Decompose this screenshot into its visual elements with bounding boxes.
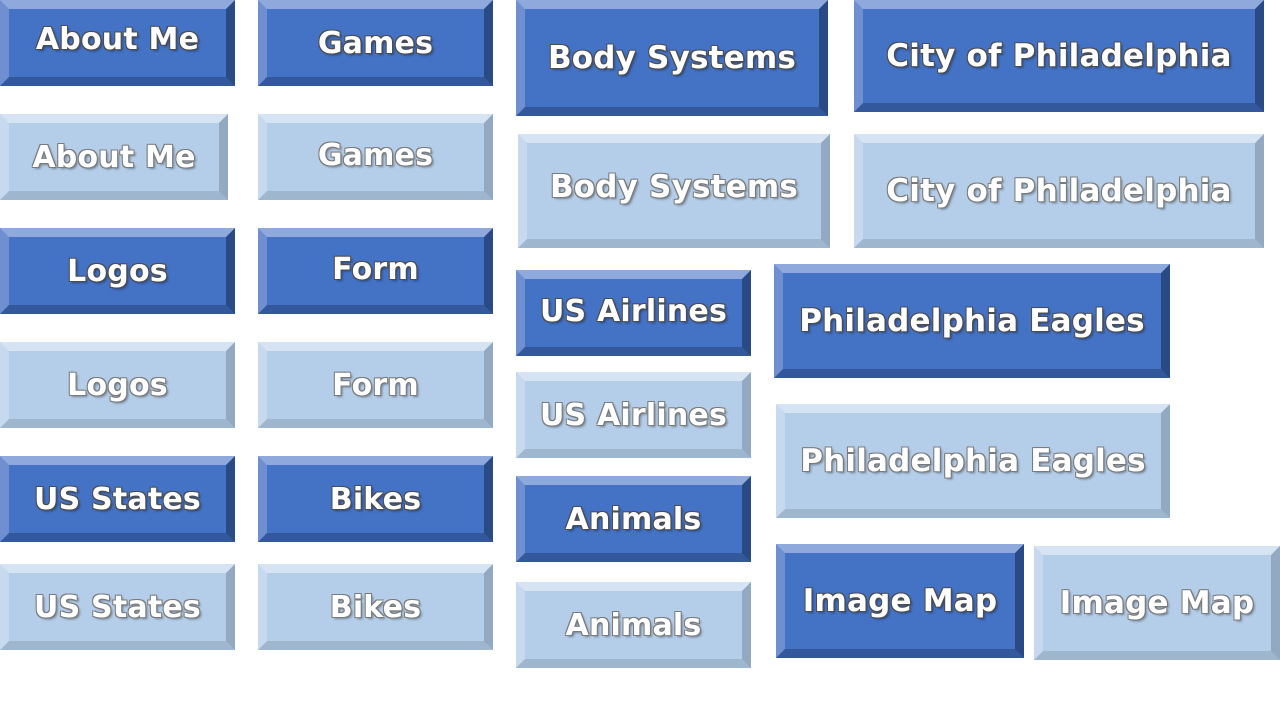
bikes-button-light[interactable]: Bikes	[258, 564, 493, 650]
us-airlines-label: US Airlines	[539, 293, 728, 329]
us-airlines-button-dark[interactable]: US Airlines	[516, 270, 751, 356]
games-button-dark[interactable]: Games	[258, 0, 493, 86]
city-of-philadelphia-label: City of Philadelphia	[886, 38, 1232, 74]
city-of-philadelphia-button-dark[interactable]: City of Philadelphia	[854, 0, 1264, 112]
image-map-button-dark[interactable]: Image Map	[776, 544, 1024, 658]
games-label: Games	[317, 25, 434, 61]
image-map-label: Image Map	[1059, 585, 1255, 621]
about-me-label: About Me	[35, 21, 200, 57]
form-label: Form	[332, 251, 419, 287]
philadelphia-eagles-button-dark[interactable]: Philadelphia Eagles	[774, 264, 1170, 378]
form-label: Form	[332, 367, 419, 403]
logos-label: Logos	[67, 367, 168, 403]
body-systems-button-light[interactable]: Body Systems	[518, 134, 830, 248]
animals-label: Animals	[565, 607, 702, 643]
animals-button-light[interactable]: Animals	[516, 582, 751, 668]
body-systems-label: Body Systems	[547, 40, 797, 76]
philadelphia-eagles-button-light[interactable]: Philadelphia Eagles	[776, 404, 1170, 518]
city-of-philadelphia-button-light[interactable]: City of Philadelphia	[854, 134, 1264, 248]
about-me-button-dark[interactable]: About Me	[0, 0, 235, 86]
bikes-button-dark[interactable]: Bikes	[258, 456, 493, 542]
logos-label: Logos	[67, 253, 168, 289]
us-airlines-button-light[interactable]: US Airlines	[516, 372, 751, 458]
us-states-button-dark[interactable]: US States	[0, 456, 235, 542]
animals-label: Animals	[565, 501, 702, 537]
about-me-label: About Me	[32, 139, 196, 175]
image-map-label: Image Map	[802, 583, 998, 619]
games-button-light[interactable]: Games	[258, 114, 493, 200]
bikes-label: Bikes	[329, 481, 422, 517]
body-systems-button-dark[interactable]: Body Systems	[516, 0, 828, 116]
logos-button-light[interactable]: Logos	[0, 342, 235, 428]
us-states-button-light[interactable]: US States	[0, 564, 235, 650]
philadelphia-eagles-label: Philadelphia Eagles	[799, 303, 1145, 339]
games-label: Games	[317, 137, 434, 173]
us-states-label: US States	[34, 589, 201, 625]
logos-button-dark[interactable]: Logos	[0, 228, 235, 314]
body-systems-label: Body Systems	[549, 169, 799, 205]
image-map-button-light[interactable]: Image Map	[1034, 546, 1280, 660]
form-button-dark[interactable]: Form	[258, 228, 493, 314]
city-of-philadelphia-label: City of Philadelphia	[886, 173, 1232, 209]
us-airlines-label: US Airlines	[539, 397, 728, 433]
animals-button-dark[interactable]: Animals	[516, 476, 751, 562]
philadelphia-eagles-label: Philadelphia Eagles	[800, 443, 1146, 479]
bikes-label: Bikes	[329, 589, 422, 625]
us-states-label: US States	[34, 481, 201, 517]
about-me-button-light[interactable]: About Me	[0, 114, 228, 200]
form-button-light[interactable]: Form	[258, 342, 493, 428]
